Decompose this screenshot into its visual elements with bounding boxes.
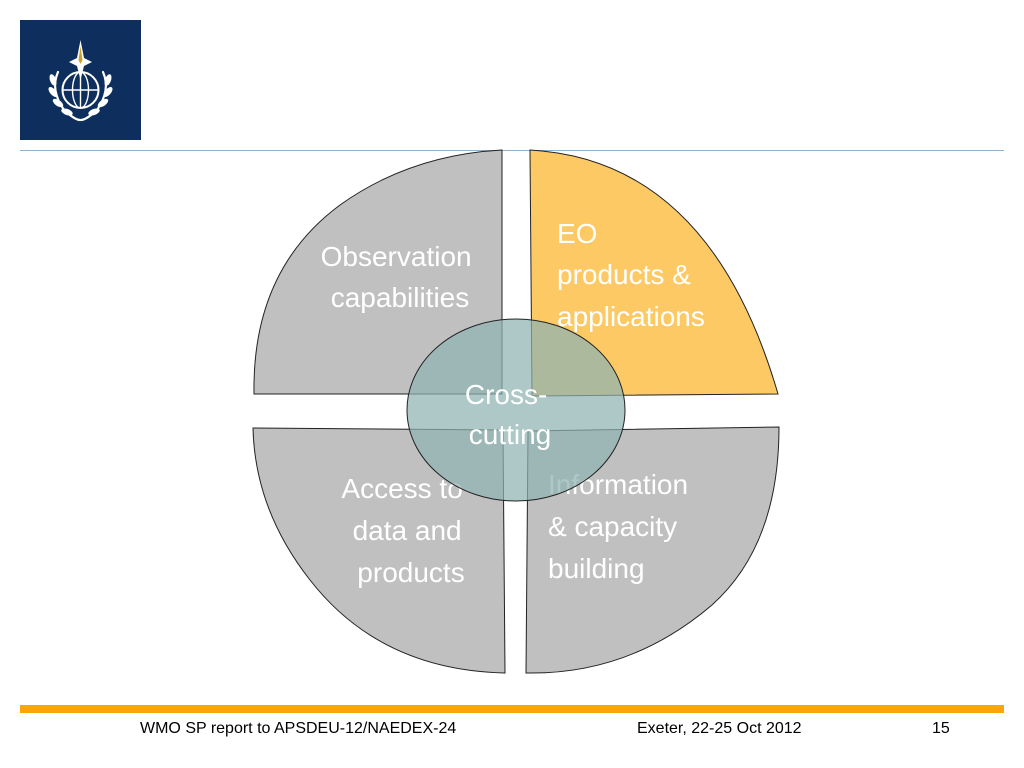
diagram: Observation capabilities EO products & a… bbox=[252, 149, 780, 674]
footer-bar bbox=[20, 705, 1004, 713]
label-observation: Observation capabilities bbox=[321, 241, 480, 313]
quadrant-observation bbox=[253, 149, 503, 395]
footer-location-date: Exeter, 22-25 Oct 2012 bbox=[637, 720, 802, 737]
header-divider bbox=[20, 150, 1004, 151]
quadrant-access-to-data bbox=[252, 427, 506, 674]
label-access-to-data: Access to data and products bbox=[341, 473, 470, 588]
footer-report: WMO SP report to APSDEU-12/NAEDEX-24 bbox=[140, 720, 457, 737]
quadrant-eo-products bbox=[529, 149, 779, 397]
quadrant-information-capacity bbox=[525, 426, 780, 674]
footer-page-number: 15 bbox=[932, 720, 950, 737]
label-cross-cutting: Cross- cutting bbox=[465, 379, 555, 450]
wmo-emblem-icon bbox=[48, 40, 113, 122]
cross-cutting-ellipse bbox=[406, 318, 626, 502]
wmo-logo bbox=[20, 20, 141, 140]
label-eo-products: EO products & applications bbox=[557, 218, 705, 332]
